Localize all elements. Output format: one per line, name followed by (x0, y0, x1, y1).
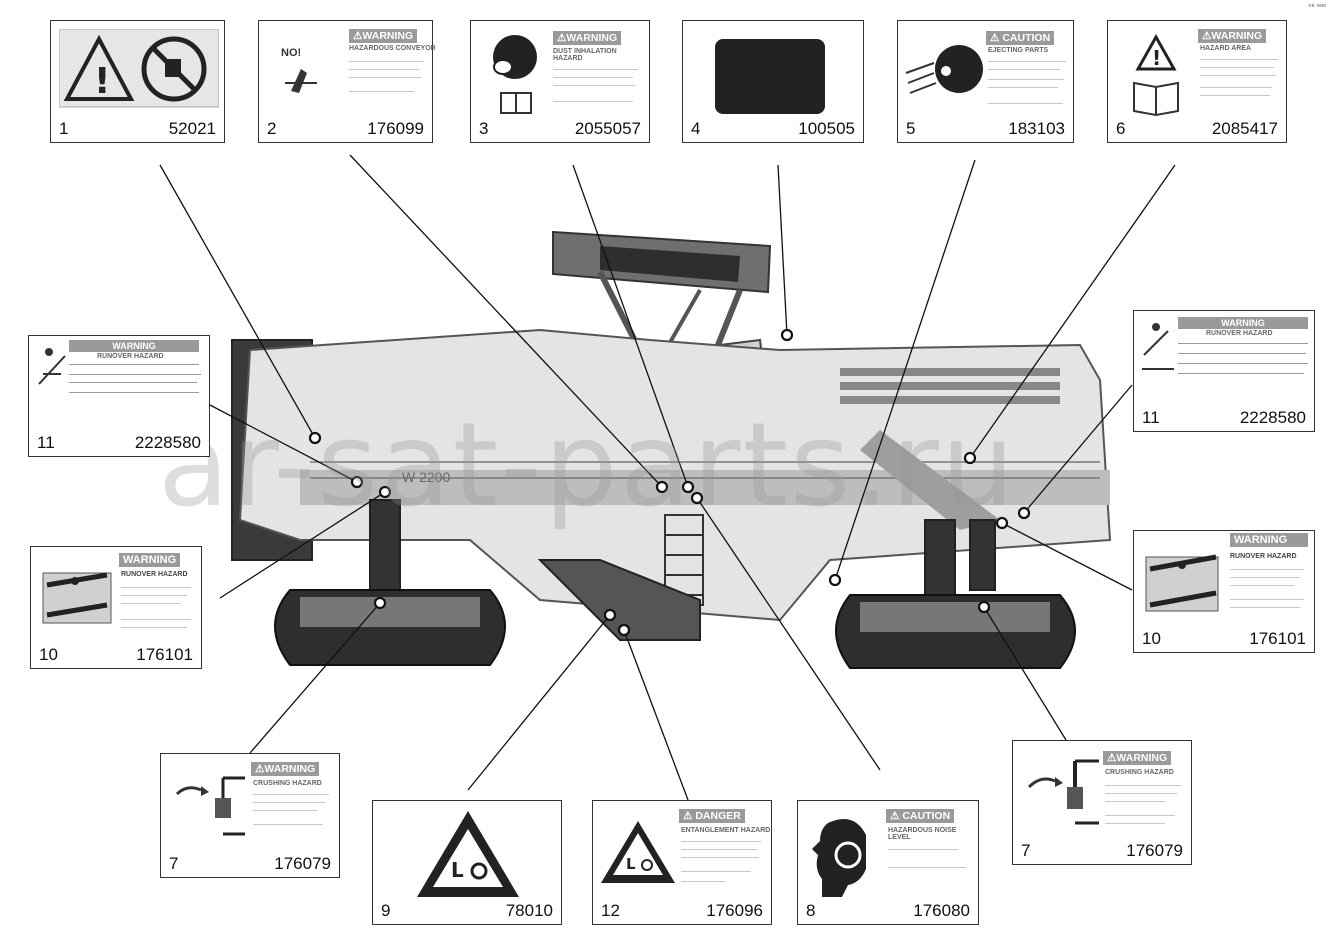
decal-header: WARNING (119, 553, 181, 567)
hearing-protection-head-icon (812, 819, 866, 897)
decal-subtitle: CRUSHING HAZARD (1105, 769, 1174, 776)
decal-header: ⚠WARNING (1103, 751, 1172, 765)
decal-11-left[interactable]: WARNING RUNOVER HAZARD 11 2228580 (28, 335, 210, 457)
part-number: 78010 (505, 901, 553, 920)
ejecting-parts-head-icon (905, 45, 983, 94)
runover-track-icon (1145, 554, 1219, 612)
part-number: 176079 (1126, 841, 1183, 860)
part-number: 176101 (1249, 629, 1306, 648)
svg-text:L: L (451, 858, 464, 882)
leader-lines (159, 154, 1176, 801)
manual-warning-icon: ! (1133, 33, 1179, 117)
decal-header: ⚠WARNING (349, 29, 418, 43)
part-number: 2228580 (134, 433, 201, 452)
decal-number: 7 (1021, 841, 1031, 860)
part-number: 176080 (913, 901, 970, 920)
hand-conveyor-icon (285, 69, 317, 93)
decal-header: ⚠ DANGER (679, 809, 745, 823)
decal-number: 3 (479, 119, 489, 138)
decal-number: 8 (806, 901, 816, 920)
callout-points (308, 328, 1031, 637)
svg-text:!: ! (94, 61, 110, 102)
decal-subtitle: DUST INHALATION HAZARD (553, 48, 617, 62)
decal-subtitle: HAZARDOUS CONVEYOR (349, 45, 436, 52)
decal-number: 6 (1116, 119, 1126, 138)
entanglement-triangle-icon: L (417, 811, 519, 897)
part-number: 52021 (168, 119, 216, 138)
decal-number: 11 (1142, 408, 1160, 427)
part-number: 176099 (367, 119, 424, 138)
decal-7-right[interactable]: ⚠WARNING CRUSHING HAZARD 7 176079 (1012, 740, 1192, 865)
machine-model-text: W 2200 (402, 469, 450, 485)
decal-subtitle: RUNOVER HAZARD (1206, 330, 1273, 337)
decal-subtitle: HAZARD AREA (1200, 45, 1252, 52)
decal-number: 10 (39, 645, 58, 664)
decal-number: 7 (169, 854, 179, 873)
decal-subtitle: EJECTING PARTS (988, 47, 1049, 54)
decal-subtitle: ENTANGLEMENT HAZARD (681, 827, 771, 834)
warning-triangle-icon: ! (59, 29, 219, 108)
part-number: 176096 (706, 901, 763, 920)
decal-3[interactable]: ⚠WARNING DUST INHALATION HAZARD 3 205505… (470, 20, 650, 143)
svg-text:L: L (626, 855, 636, 873)
part-number: 183103 (1008, 119, 1065, 138)
crushing-hand-icon (1027, 759, 1099, 825)
black-reflector-plate (715, 39, 825, 114)
decal-5[interactable]: ⚠ CAUTION EJECTING PARTS 5 183103 (897, 20, 1074, 143)
decal-header: ⚠ CAUTION (886, 809, 955, 823)
decal-7-left[interactable]: ⚠WARNING CRUSHING HAZARD 7 176079 (160, 753, 340, 878)
decal-header: WARNING (1178, 317, 1308, 329)
decal-10-right[interactable]: WARNING RUNOVER HAZARD 10 176101 (1133, 530, 1315, 653)
decal-4[interactable]: 4 100505 (682, 20, 864, 143)
watermark: ar-sat-parts.ru (158, 398, 1017, 533)
decal-subtitle: RUNOVER HAZARD (1230, 553, 1297, 560)
decal-header: ⚠WARNING (1198, 29, 1267, 43)
part-number: 2228580 (1239, 408, 1306, 427)
runover-person-icon (1142, 323, 1174, 370)
decal-12[interactable]: L ⚠ DANGER ENTANGLEMENT HAZARD 12 176096 (592, 800, 772, 925)
part-number: 176079 (274, 854, 331, 873)
decal-number: 5 (906, 119, 916, 138)
part-number: 2085417 (1211, 119, 1278, 138)
no-text: NO! (281, 47, 302, 59)
entanglement-triangle-icon: L (601, 821, 675, 883)
decal-8[interactable]: ⚠ CAUTION HAZARDOUS NOISE LEVEL 8 176080 (797, 800, 979, 925)
decal-subtitle: RUNOVER HAZARD (121, 571, 188, 578)
decal-subtitle: HAZARDOUS NOISE LEVEL (888, 827, 957, 841)
runover-person-icon (38, 348, 66, 385)
part-number: 100505 (798, 119, 855, 138)
dust-mask-head-icon (493, 35, 537, 114)
decal-11-right[interactable]: WARNING RUNOVER HAZARD 11 2228580 (1133, 310, 1315, 432)
decal-subtitle: CRUSHING HAZARD (253, 780, 322, 787)
decal-header: ⚠ CAUTION (986, 31, 1055, 45)
decal-2[interactable]: NO! ⚠WARNING HAZARDOUS CONVEYOR 2 176099 (258, 20, 436, 143)
decal-number: 12 (601, 901, 620, 920)
decal-number: 4 (691, 119, 701, 138)
decal-subtitle: RUNOVER HAZARD (97, 353, 164, 360)
decal-header: ⚠WARNING (251, 762, 320, 776)
decal-number: 2 (267, 119, 277, 138)
decal-6[interactable]: ! ⚠WARNING HAZARD AREA 6 2085417 (1107, 20, 1287, 143)
decal-number: 11 (37, 433, 55, 452)
decal-1[interactable]: ! 1 52021 (50, 20, 225, 143)
decal-9[interactable]: L 9 78010 (372, 800, 562, 925)
decal-number: 10 (1142, 629, 1161, 648)
decal-header: ⚠WARNING (553, 31, 622, 45)
decal-10-left[interactable]: WARNING RUNOVER HAZARD 10 176101 (30, 546, 202, 669)
runover-track-icon (42, 572, 112, 624)
part-number: 176101 (136, 645, 193, 664)
decal-header: WARNING (69, 340, 199, 352)
corner-mark: ᵒ⁸ ᵒᵒᵒ (1308, 2, 1326, 11)
decal-number: 1 (59, 119, 69, 138)
decal-header: WARNING (1230, 533, 1308, 547)
svg-text:!: ! (1152, 46, 1161, 70)
decal-number: 9 (381, 901, 391, 920)
crushing-hand-icon (175, 776, 245, 836)
part-number: 2055057 (574, 119, 641, 138)
